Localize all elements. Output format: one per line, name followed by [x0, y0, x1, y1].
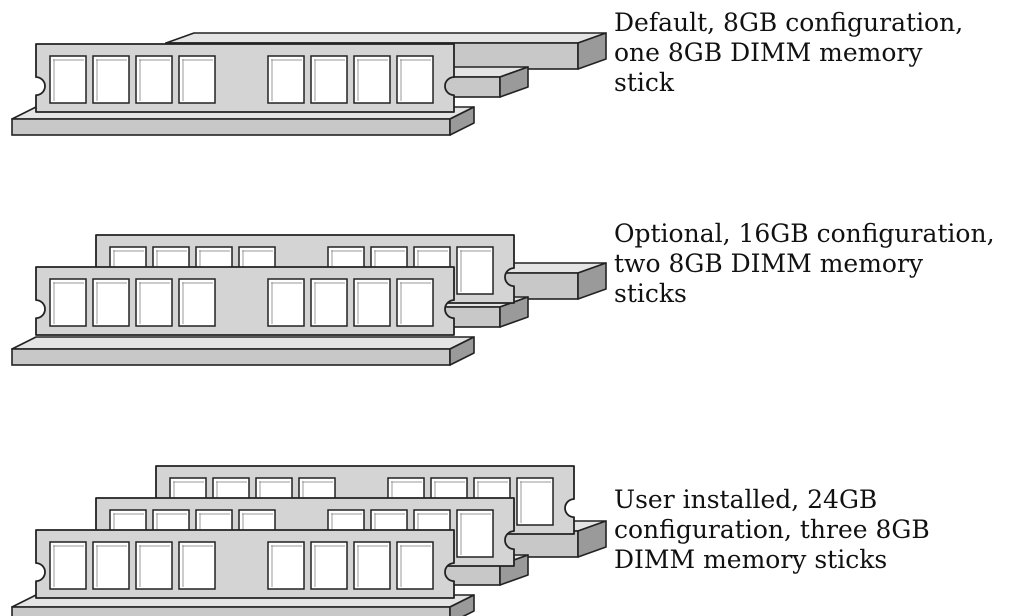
slot-top-face — [165, 32, 607, 44]
memory-chip — [456, 509, 494, 558]
slot-end-face — [499, 296, 529, 328]
config-3-caption: User installed, 24GB configuration, thre… — [614, 485, 930, 575]
slot-end-face — [577, 32, 607, 70]
memory-chip — [178, 541, 216, 590]
slot-end-face — [577, 262, 607, 300]
slot-end-face — [449, 594, 475, 616]
slot-end-face — [499, 66, 529, 98]
config-2-caption: Optional, 16GB configuration, two 8GB DI… — [614, 219, 995, 309]
caption-line: User installed, 24GB — [614, 485, 878, 514]
caption-line: sticks — [614, 279, 687, 308]
memory-chip — [135, 541, 173, 590]
memory-chip — [49, 541, 87, 590]
config-1-illustration — [11, 32, 607, 136]
slot-front-face — [11, 118, 451, 136]
memory-chip — [267, 541, 305, 590]
slot-front-face — [11, 348, 451, 366]
config-1-caption: Default, 8GB configuration, one 8GB DIMM… — [614, 8, 963, 98]
config-3-illustration — [11, 465, 607, 616]
memory-chip — [49, 278, 87, 327]
memory-chip — [92, 278, 130, 327]
memory-chip — [92, 541, 130, 590]
memory-chip — [178, 278, 216, 327]
memory-chip — [456, 246, 494, 295]
memory-chip — [353, 541, 391, 590]
memory-chip — [310, 55, 348, 104]
memory-chip — [92, 55, 130, 104]
memory-chip — [396, 541, 434, 590]
slot-end-face — [577, 520, 607, 558]
memory-chip — [353, 55, 391, 104]
caption-line: DIMM memory sticks — [614, 545, 888, 574]
memory-chip — [310, 278, 348, 327]
memory-chip — [267, 55, 305, 104]
memory-chip — [353, 278, 391, 327]
memory-chip — [135, 55, 173, 104]
memory-chip — [516, 477, 554, 526]
memory-chip — [178, 55, 216, 104]
slot-front-face — [11, 606, 451, 616]
caption-line: Default, 8GB configuration, — [614, 8, 964, 37]
memory-chip — [49, 55, 87, 104]
caption-line: one 8GB DIMM memory — [614, 38, 923, 67]
slot-top-face — [11, 336, 475, 350]
config-2-illustration — [11, 234, 607, 366]
memory-chip — [396, 278, 434, 327]
caption-line: configuration, three 8GB — [614, 515, 930, 544]
caption-line: Optional, 16GB configuration, — [614, 219, 995, 248]
memory-chip — [267, 278, 305, 327]
caption-line: stick — [614, 68, 675, 97]
memory-chip — [310, 541, 348, 590]
memory-chip — [135, 278, 173, 327]
slot-end-face — [449, 336, 475, 366]
slot-end-face — [449, 106, 475, 136]
caption-line: two 8GB DIMM memory — [614, 249, 924, 278]
memory-chip — [396, 55, 434, 104]
